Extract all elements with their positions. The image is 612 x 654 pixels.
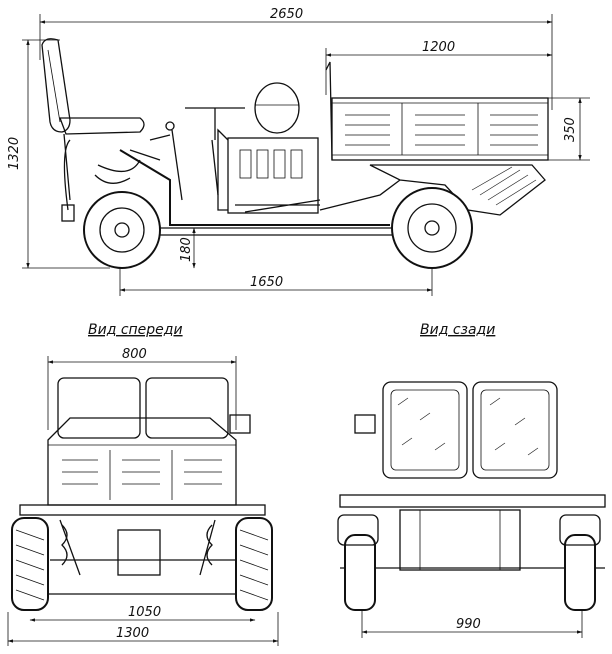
rear-left-tire (337, 514, 379, 611)
front-left-tire (11, 517, 49, 611)
overall-height-label: 1320 (7, 137, 22, 170)
front-wheel-drawing (83, 191, 161, 269)
frame-drawing (94, 107, 395, 236)
wheelbase-label: 1650 (250, 275, 283, 290)
engine-drawing (217, 82, 321, 214)
overall-width-label: 1300 (116, 626, 149, 641)
side-view: 2650 1200 1320 350 180 (7, 7, 590, 296)
front-view-title: Вид спереди (88, 322, 183, 338)
front-track-label: 1050 (128, 605, 161, 620)
rear-view: Вид сзади 990 (337, 322, 606, 638)
rear-track-label: 990 (456, 617, 481, 632)
cargo-box-drawing (319, 61, 549, 216)
dim-overall-height: 1320 (7, 39, 110, 269)
dim-box-height: 350 (548, 97, 590, 161)
overall-length-label: 2650 (270, 7, 303, 22)
dim-front-track: 1050 (29, 605, 256, 622)
dim-wheelbase: 1650 (119, 230, 433, 296)
box-height-label: 350 (563, 117, 578, 142)
seat-drawing (41, 38, 145, 222)
front-view: Вид спереди 800 (7, 322, 279, 646)
width-top-label: 800 (122, 347, 147, 362)
box-length-label: 1200 (422, 40, 455, 55)
dim-overall-width: 1300 (7, 612, 279, 646)
rear-right-tire (559, 514, 601, 611)
dim-box-length: 1200 (325, 40, 553, 95)
rear-wheel-drawing (391, 187, 473, 269)
front-right-tire (235, 517, 273, 611)
ground-clearance-label: 180 (179, 237, 194, 262)
rear-view-title: Вид сзади (420, 322, 495, 338)
dim-width-top: 800 (47, 347, 237, 430)
dim-overall-length: 2650 (39, 7, 553, 110)
dim-rear-track: 990 (361, 610, 583, 638)
dim-ground-clearance: 180 (179, 227, 196, 269)
